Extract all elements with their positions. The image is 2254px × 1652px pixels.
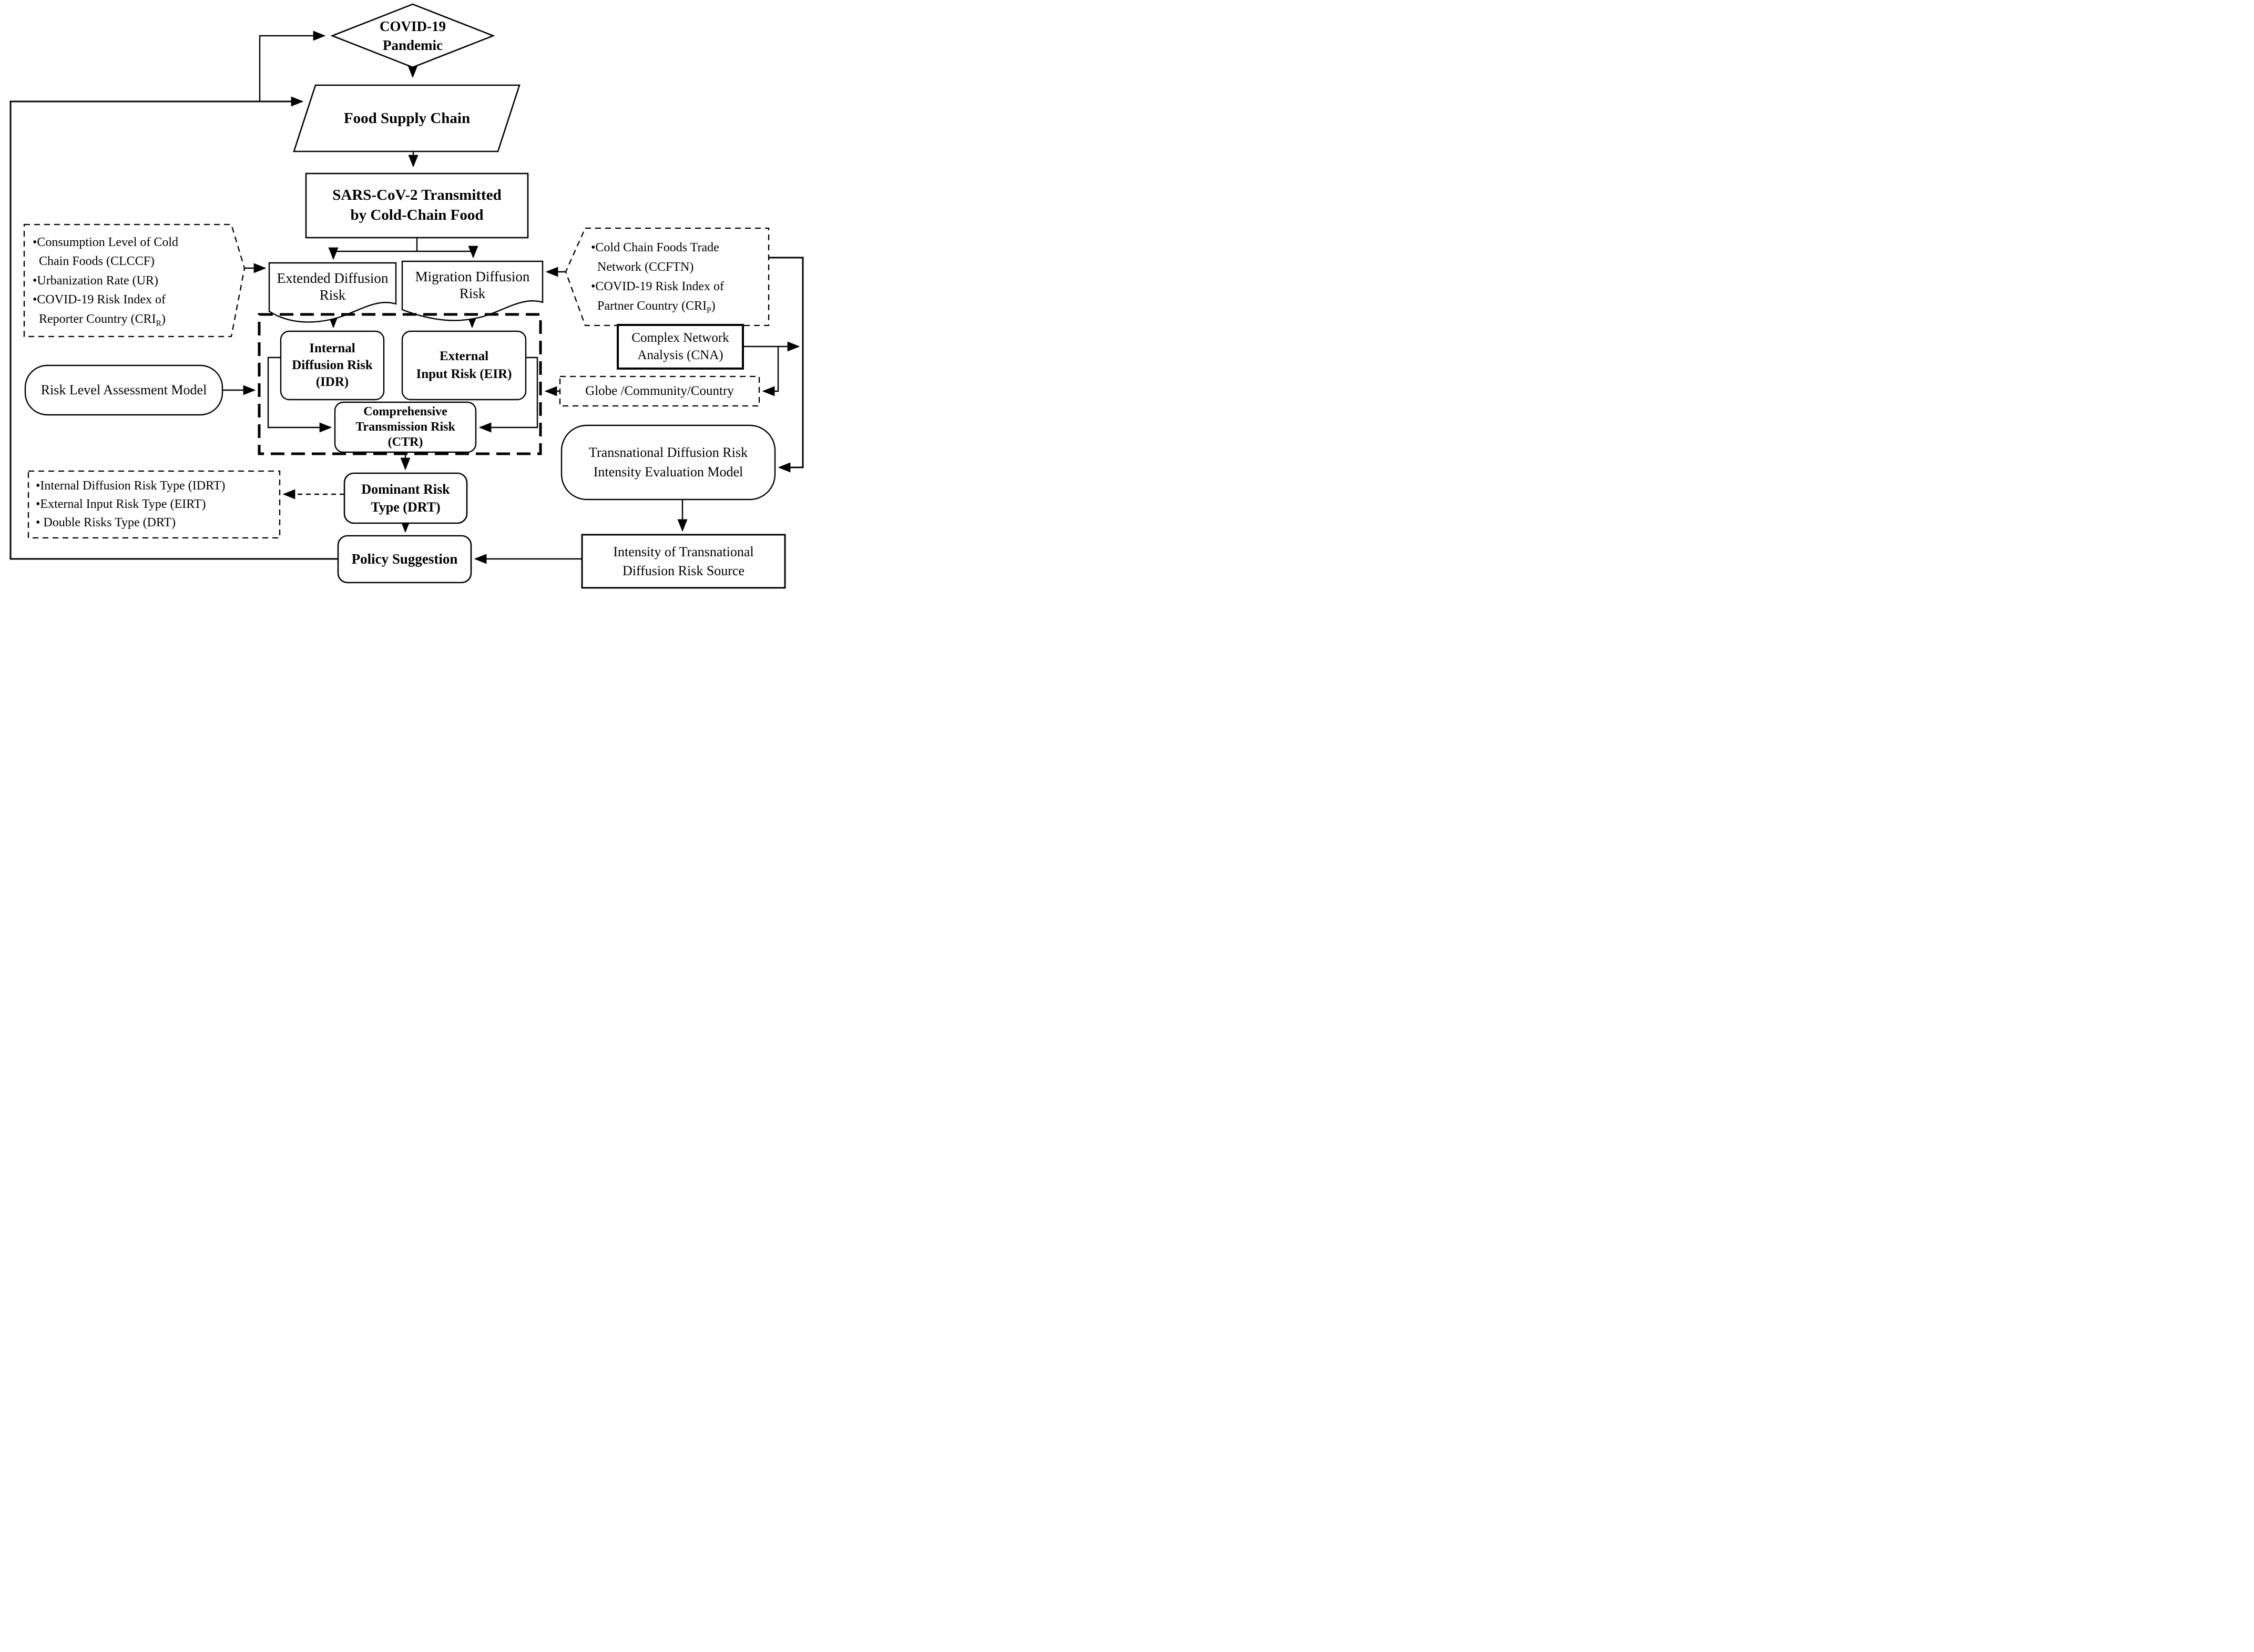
food-supply-chain-label: Food Supply Chain [315,85,498,151]
policy-suggestion-label: Policy Suggestion [338,536,471,583]
sars-line1: SARS-CoV-2 Transmitted [332,187,502,204]
eir-box [401,330,527,401]
globe-label: Globe /Community/Country [560,376,759,406]
risk-level-model-box [24,364,223,416]
extended-diffusion-label: Extended Diffusion Risk [269,265,396,308]
covid-pandemic-label: COVID-19 Pandemic [347,15,478,57]
drt-label: Dominant Risk Type (DRT) [344,473,467,523]
globe-box [559,375,760,407]
covid-pandemic-diamond [330,3,495,68]
risk-types-line2: •External Input Risk Type (EIRT) [36,497,206,512]
partner-line1: •Cold Chain Foods Trade [591,240,719,254]
intensity-source-label: Intensity of Transnational Diffusion Ris… [582,535,785,588]
migration-diffusion-label: Migration Diffusion Risk [402,263,543,307]
migration-diffusion-document [401,260,544,321]
food-supply-chain-parallelogram [293,84,521,152]
partner-line3: •COVID-19 Risk Index of [591,280,725,293]
drt-line1: Dominant Risk [361,481,450,497]
risk-types-box [27,470,281,539]
food-supply-chain-text: Food Supply Chain [343,109,471,127]
drt-box [343,472,468,524]
covid-line2: Pandemic [383,37,443,53]
transnational-line2: Intensity Evaluation Model [593,464,743,480]
risk-types-line3: • Double Risks Type (DRT) [36,515,176,529]
eir-line1: External [439,349,489,364]
risk-level-model-label: Risk Level Assessment Model [25,365,222,415]
eir-line2: Input Risk (EIR) [416,367,512,381]
idr-line2: Diffusion Risk [292,358,373,372]
idr-label: Internal Diffusion Risk (IDR) [281,331,384,400]
policy-suggestion-box [337,535,472,584]
covid-line1: COVID-19 [380,18,446,34]
idr-box [280,330,385,401]
reporter-line1: •Consumption Level of Cold [33,235,179,249]
sars-line2: by Cold-Chain Food [350,207,484,223]
reporter-line5: Reporter Country (CRIR) [33,310,166,329]
extended-diffusion-document [268,262,397,323]
feedback-to-covid-diamond-arrow [259,30,326,101]
reporter-line5-post: ) [161,312,166,326]
globe-text: Globe /Community/Country [585,384,734,398]
transnational-model-label: Transnational Diffusion Risk Intensity E… [562,425,775,499]
cna-to-globe-arrow [762,346,779,396]
partner-line4-pre: Partner Country (CRI [591,299,707,313]
reporter-line5-sub: R [156,319,162,328]
eir-to-ctr-connector [478,356,538,433]
reporter-inputs-pointer-box [23,223,246,338]
risk-types-label: •Internal Diffusion Risk Type (IDRT) •Ex… [36,474,278,535]
diagram-shapes-layer [9,3,804,589]
sars-box [305,172,529,239]
partner-to-transnational-rail [769,257,804,473]
intensity-line1: Intensity of Transnational [613,544,754,560]
reporter-inputs-label: •Consumption Level of Cold Chain Foods (… [33,229,232,333]
ctr-box [334,401,477,453]
transmission-risk-dashed-box [258,313,542,455]
sars-split-connector [332,238,474,259]
ctr-label: Comprehensive Transmission Risk (CTR) [335,402,476,452]
sars-label: SARS-CoV-2 Transmitted by Cold-Chain Foo… [306,174,528,238]
intensity-line2: Diffusion Risk Source [622,563,745,578]
cna-line1: Complex Network [631,331,729,345]
migration-line1: Migration Diffusion [415,268,530,284]
feedback-policy-to-foodchain-arrow [9,96,338,560]
reporter-line4: •COVID-19 Risk Index of [33,293,166,307]
ctr-line3: (CTR) [387,435,423,450]
idr-line1: Internal [309,341,355,355]
idr-to-ctr-connector [267,356,332,433]
policy-suggestion-text: Policy Suggestion [351,551,458,567]
flowchart-canvas: COVID-19 Pandemic Food Supply Chain SARS… [0,0,814,597]
reporter-line3: •Urbanization Rate (UR) [33,273,158,288]
eir-label: External Input Risk (EIR) [402,331,526,400]
extended-line1: Extended Diffusion [277,270,389,286]
risk-types-line1: •Internal Diffusion Risk Type (IDRT) [36,479,226,493]
transnational-model-box [560,424,776,501]
partner-inputs-label: •Cold Chain Foods Trade Network (CCFTN) … [591,232,768,322]
cna-box [617,324,744,370]
intensity-source-box [581,534,786,589]
risk-level-model-text: Risk Level Assessment Model [40,382,207,397]
partner-line4-post: ) [711,299,716,313]
ctr-line2: Transmission Risk [355,420,455,434]
partner-line4: Partner Country (CRIP) [591,297,716,316]
reporter-line5-pre: Reporter Country (CRI [33,312,156,326]
drt-line2: Type (DRT) [371,499,441,515]
migration-line2: Risk [459,285,486,301]
partner-line4-sub: P [706,305,711,315]
reporter-line2: Chain Foods (CLCCF) [33,254,155,269]
cna-label: Complex Network Analysis (CNA) [618,325,743,369]
transnational-line1: Transnational Diffusion Risk [589,445,748,461]
partner-line2: Network (CCFTN) [591,260,694,274]
ctr-line1: Comprehensive [363,404,447,419]
extended-line2: Risk [319,287,346,303]
cna-line2: Analysis (CNA) [637,348,723,362]
idr-line3: (IDR) [315,375,349,389]
